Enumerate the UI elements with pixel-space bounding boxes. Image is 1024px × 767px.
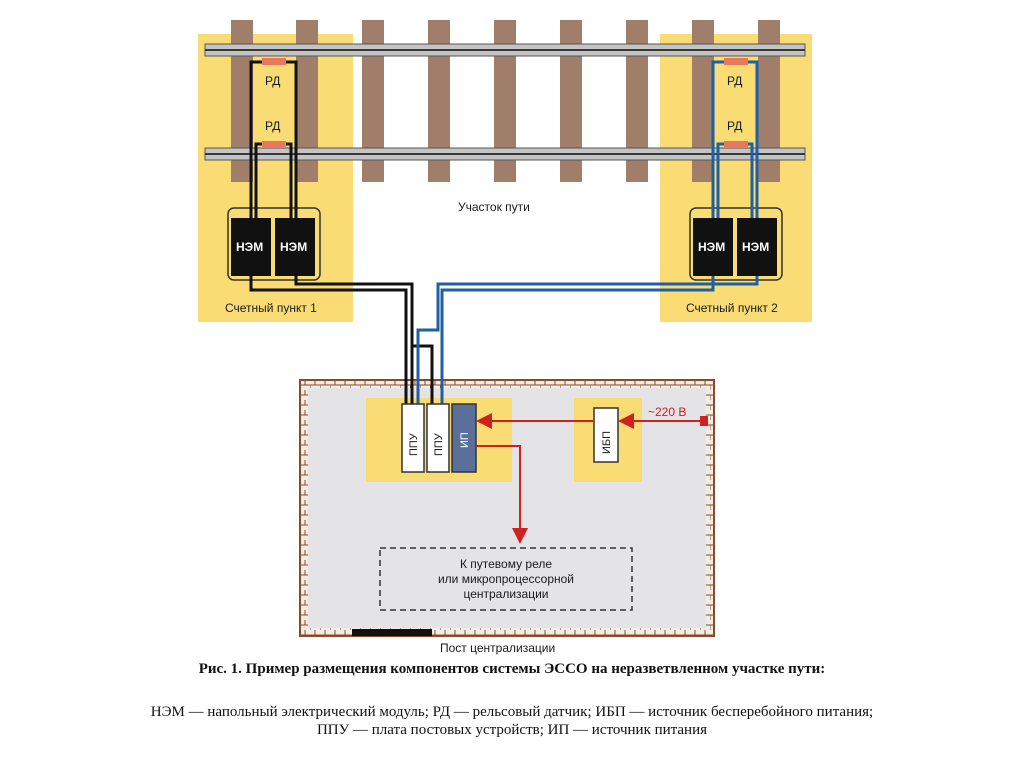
nem-module — [737, 218, 777, 276]
ppu-label: ППУ — [433, 432, 445, 456]
relay-text-line2: или микропроцессорной — [438, 572, 574, 586]
sleeper — [296, 20, 318, 182]
relay-text-line3: централизации — [463, 587, 548, 601]
rail-sensor-marker — [724, 141, 748, 148]
rail-sensor-marker — [724, 58, 748, 65]
ip-label: ИП — [459, 432, 471, 448]
counting-point-1-frame — [227, 207, 321, 281]
nem-label: НЭМ — [742, 240, 769, 254]
rail-sensor-label: РД — [727, 74, 742, 88]
ibp-label: ИБП — [601, 431, 613, 454]
counting-point-2-label: Счетный пункт 2 — [686, 301, 778, 315]
essо-placement-diagram: РД РД РД РД НЭМ НЭМ Счетный пункт 1 НЭМ — [198, 20, 812, 655]
rail-sensor-label: РД — [265, 119, 280, 133]
sleeper — [494, 20, 516, 182]
rail-sensor-label: РД — [727, 119, 742, 133]
ip-unit — [451, 403, 477, 473]
post-devices: ППУ ППУ ИП — [401, 403, 477, 473]
sensor-wiring-right — [711, 60, 759, 220]
post-entrance — [352, 629, 432, 636]
power-input-terminal — [700, 416, 708, 426]
sensor-wiring-left — [249, 60, 298, 220]
sleeper — [560, 20, 582, 182]
rails — [204, 43, 806, 161]
rail-sensor-label: РД — [265, 74, 280, 88]
nem-module — [275, 218, 315, 276]
ppu-label: ППУ — [408, 432, 420, 456]
sleeper — [758, 20, 780, 182]
sleeper — [428, 20, 450, 182]
ibp-unit — [593, 407, 619, 463]
sleeper — [626, 20, 648, 182]
nem-label: НЭМ — [698, 240, 725, 254]
counting-point-1-label: Счетный пункт 1 — [225, 301, 317, 315]
relay-target-box — [379, 547, 633, 611]
figure-caption-legend: НЭМ — напольный электрический модуль; РД… — [150, 704, 874, 738]
nem-label: НЭМ — [236, 240, 263, 254]
nem-module — [693, 218, 733, 276]
nem-modules-left: НЭМ НЭМ — [231, 218, 315, 276]
nem-modules-right: НЭМ НЭМ — [693, 218, 777, 276]
sleepers — [231, 20, 780, 182]
relay-text-line1: К путевому реле — [460, 557, 552, 571]
power-lines — [476, 413, 702, 544]
ppu-board — [401, 403, 425, 473]
rail-sensors-left: РД РД — [262, 58, 286, 148]
track-section-label: Участок пути — [458, 200, 530, 214]
post-label: Пост централизации — [440, 641, 555, 655]
rail-sensors-right: РД РД — [724, 58, 748, 148]
nem-label: НЭМ — [280, 240, 307, 254]
cable-right — [416, 276, 759, 406]
ppu-board — [426, 403, 450, 473]
nem-module — [231, 218, 271, 276]
sleeper — [231, 20, 253, 182]
voltage-label: ~220 В — [648, 405, 686, 419]
counting-point-2-frame — [689, 207, 783, 281]
sleeper — [362, 20, 384, 182]
rail-sensor-marker — [262, 58, 286, 65]
figure-caption-title: Рис. 1. Пример размещения компонентов си… — [198, 661, 826, 677]
counting-point-2-zone — [660, 34, 812, 322]
sleeper — [692, 20, 714, 182]
rail-sensor-marker — [262, 141, 286, 148]
